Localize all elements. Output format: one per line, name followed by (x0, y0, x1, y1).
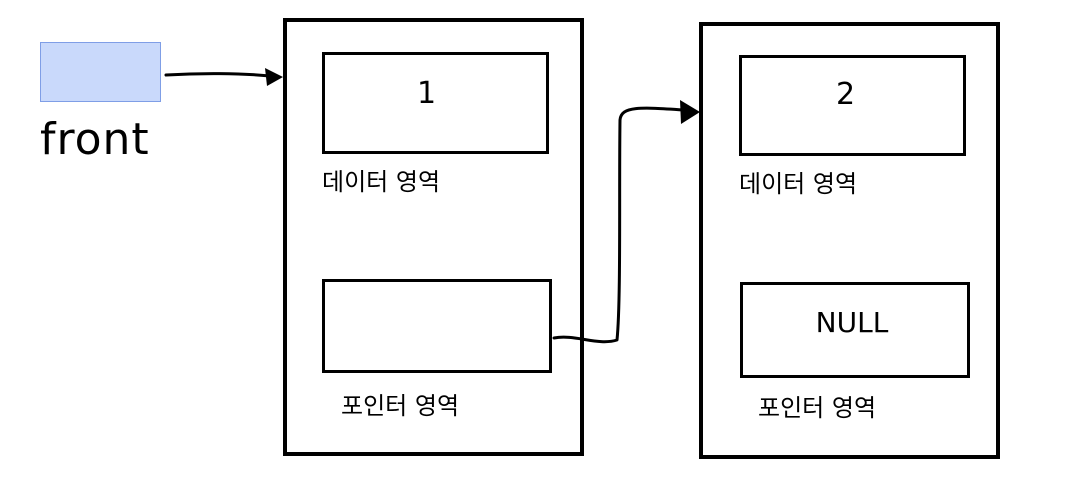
node-1-data-label: 데이터 영역 (322, 168, 441, 196)
node-2-pointer-field: NULL (740, 282, 970, 378)
node-1-data-field: 1 (322, 52, 549, 154)
node-1-to-node-2-arrow (552, 100, 700, 344)
node-1-data-value: 1 (416, 76, 437, 111)
node-2 (699, 22, 1000, 459)
node-1-pointer-label: 포인터 영역 (341, 392, 460, 420)
node-1-pointer-field (322, 279, 552, 373)
node-1 (283, 18, 584, 456)
front-label: front (40, 114, 150, 165)
front-to-node-1-arrow (164, 68, 283, 86)
node-2-data-value: 2 (835, 76, 856, 112)
front-pointer-box (40, 42, 161, 102)
node-2-pointer-value: NULL (815, 306, 889, 339)
node-2-pointer-label: 포인터 영역 (758, 394, 877, 422)
node-2-data-field: 2 (739, 55, 966, 156)
node-2-data-label: 데이터 영역 (739, 170, 858, 198)
